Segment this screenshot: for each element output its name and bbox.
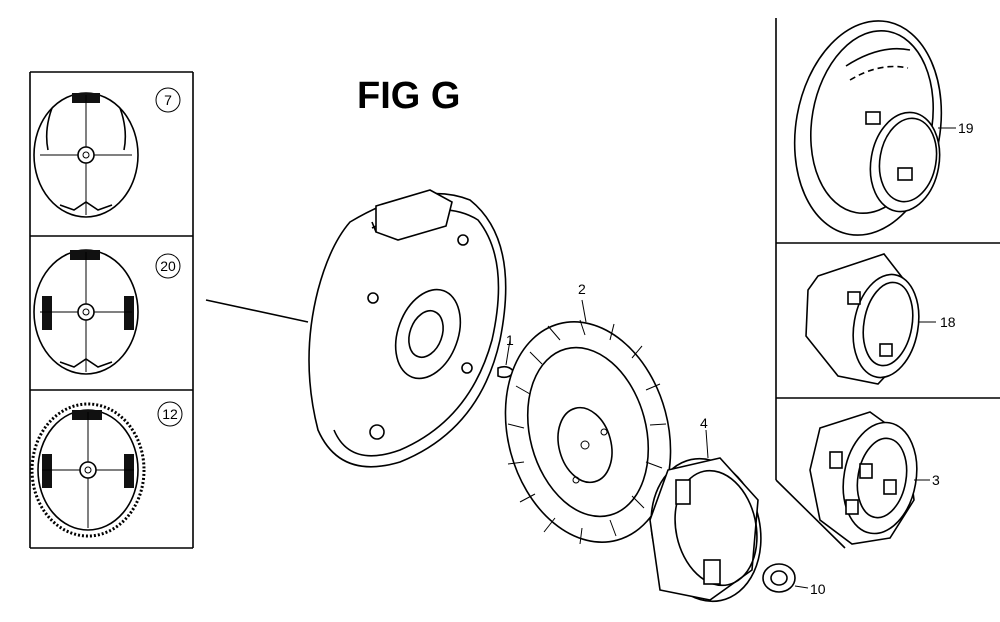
option-number-12: 12 <box>162 406 178 422</box>
figure-title: FIG G <box>357 75 460 117</box>
flywheel-fan: 2 <box>504 281 672 545</box>
option-number-20: 20 <box>160 258 176 274</box>
option-part-12: 12 <box>30 401 183 538</box>
callout-pulley-19: 19 <box>958 120 974 136</box>
callout-cup-18: 18 <box>940 314 956 330</box>
starter-cup-3: 3 <box>809 411 940 545</box>
left-options-panel <box>29 71 309 549</box>
starter-cup-large: 4 <box>649 415 762 603</box>
callout-fan: 2 <box>578 281 586 297</box>
callout-cup-large: 4 <box>700 415 708 431</box>
flywheel-nut: 10 <box>762 563 826 597</box>
callout-cup-3: 3 <box>932 472 940 488</box>
starter-pulley-19: 19 <box>793 20 974 236</box>
right-options-panel <box>775 18 1000 549</box>
starter-drum <box>308 189 507 468</box>
callout-nut: 10 <box>810 581 826 597</box>
option-part-20: 20 <box>33 249 181 375</box>
option-part-7: 7 <box>33 87 181 218</box>
option-number-7: 7 <box>164 92 172 108</box>
starter-cup-18: 18 <box>805 253 956 385</box>
callout-key: 1 <box>506 332 514 348</box>
